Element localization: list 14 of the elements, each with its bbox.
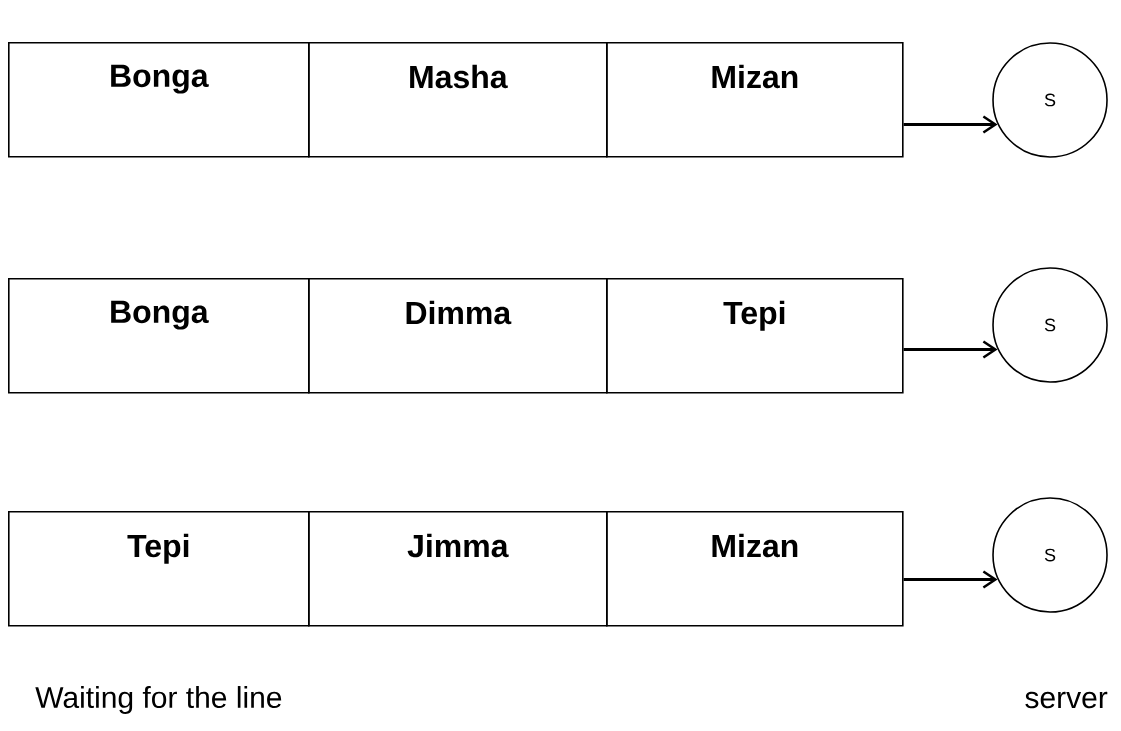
queue-cell: Tepi	[606, 278, 904, 394]
queue-cell: Jimma	[308, 511, 608, 627]
queue-cell: Mizan	[606, 42, 904, 158]
queue-cell: Dimma	[308, 278, 608, 394]
queue-cell: Tepi	[8, 511, 310, 627]
arrow	[903, 570, 998, 589]
queue-cell: Masha	[308, 42, 608, 158]
arrow	[903, 340, 998, 359]
queue-cell: Bonga	[8, 42, 310, 158]
caption-text: server	[1025, 691, 1108, 709]
queue-cell: Mizan	[606, 511, 904, 627]
queue-cell: Bonga	[8, 278, 310, 394]
arrow	[903, 115, 998, 134]
caption-text: Waiting for the line	[35, 686, 282, 714]
